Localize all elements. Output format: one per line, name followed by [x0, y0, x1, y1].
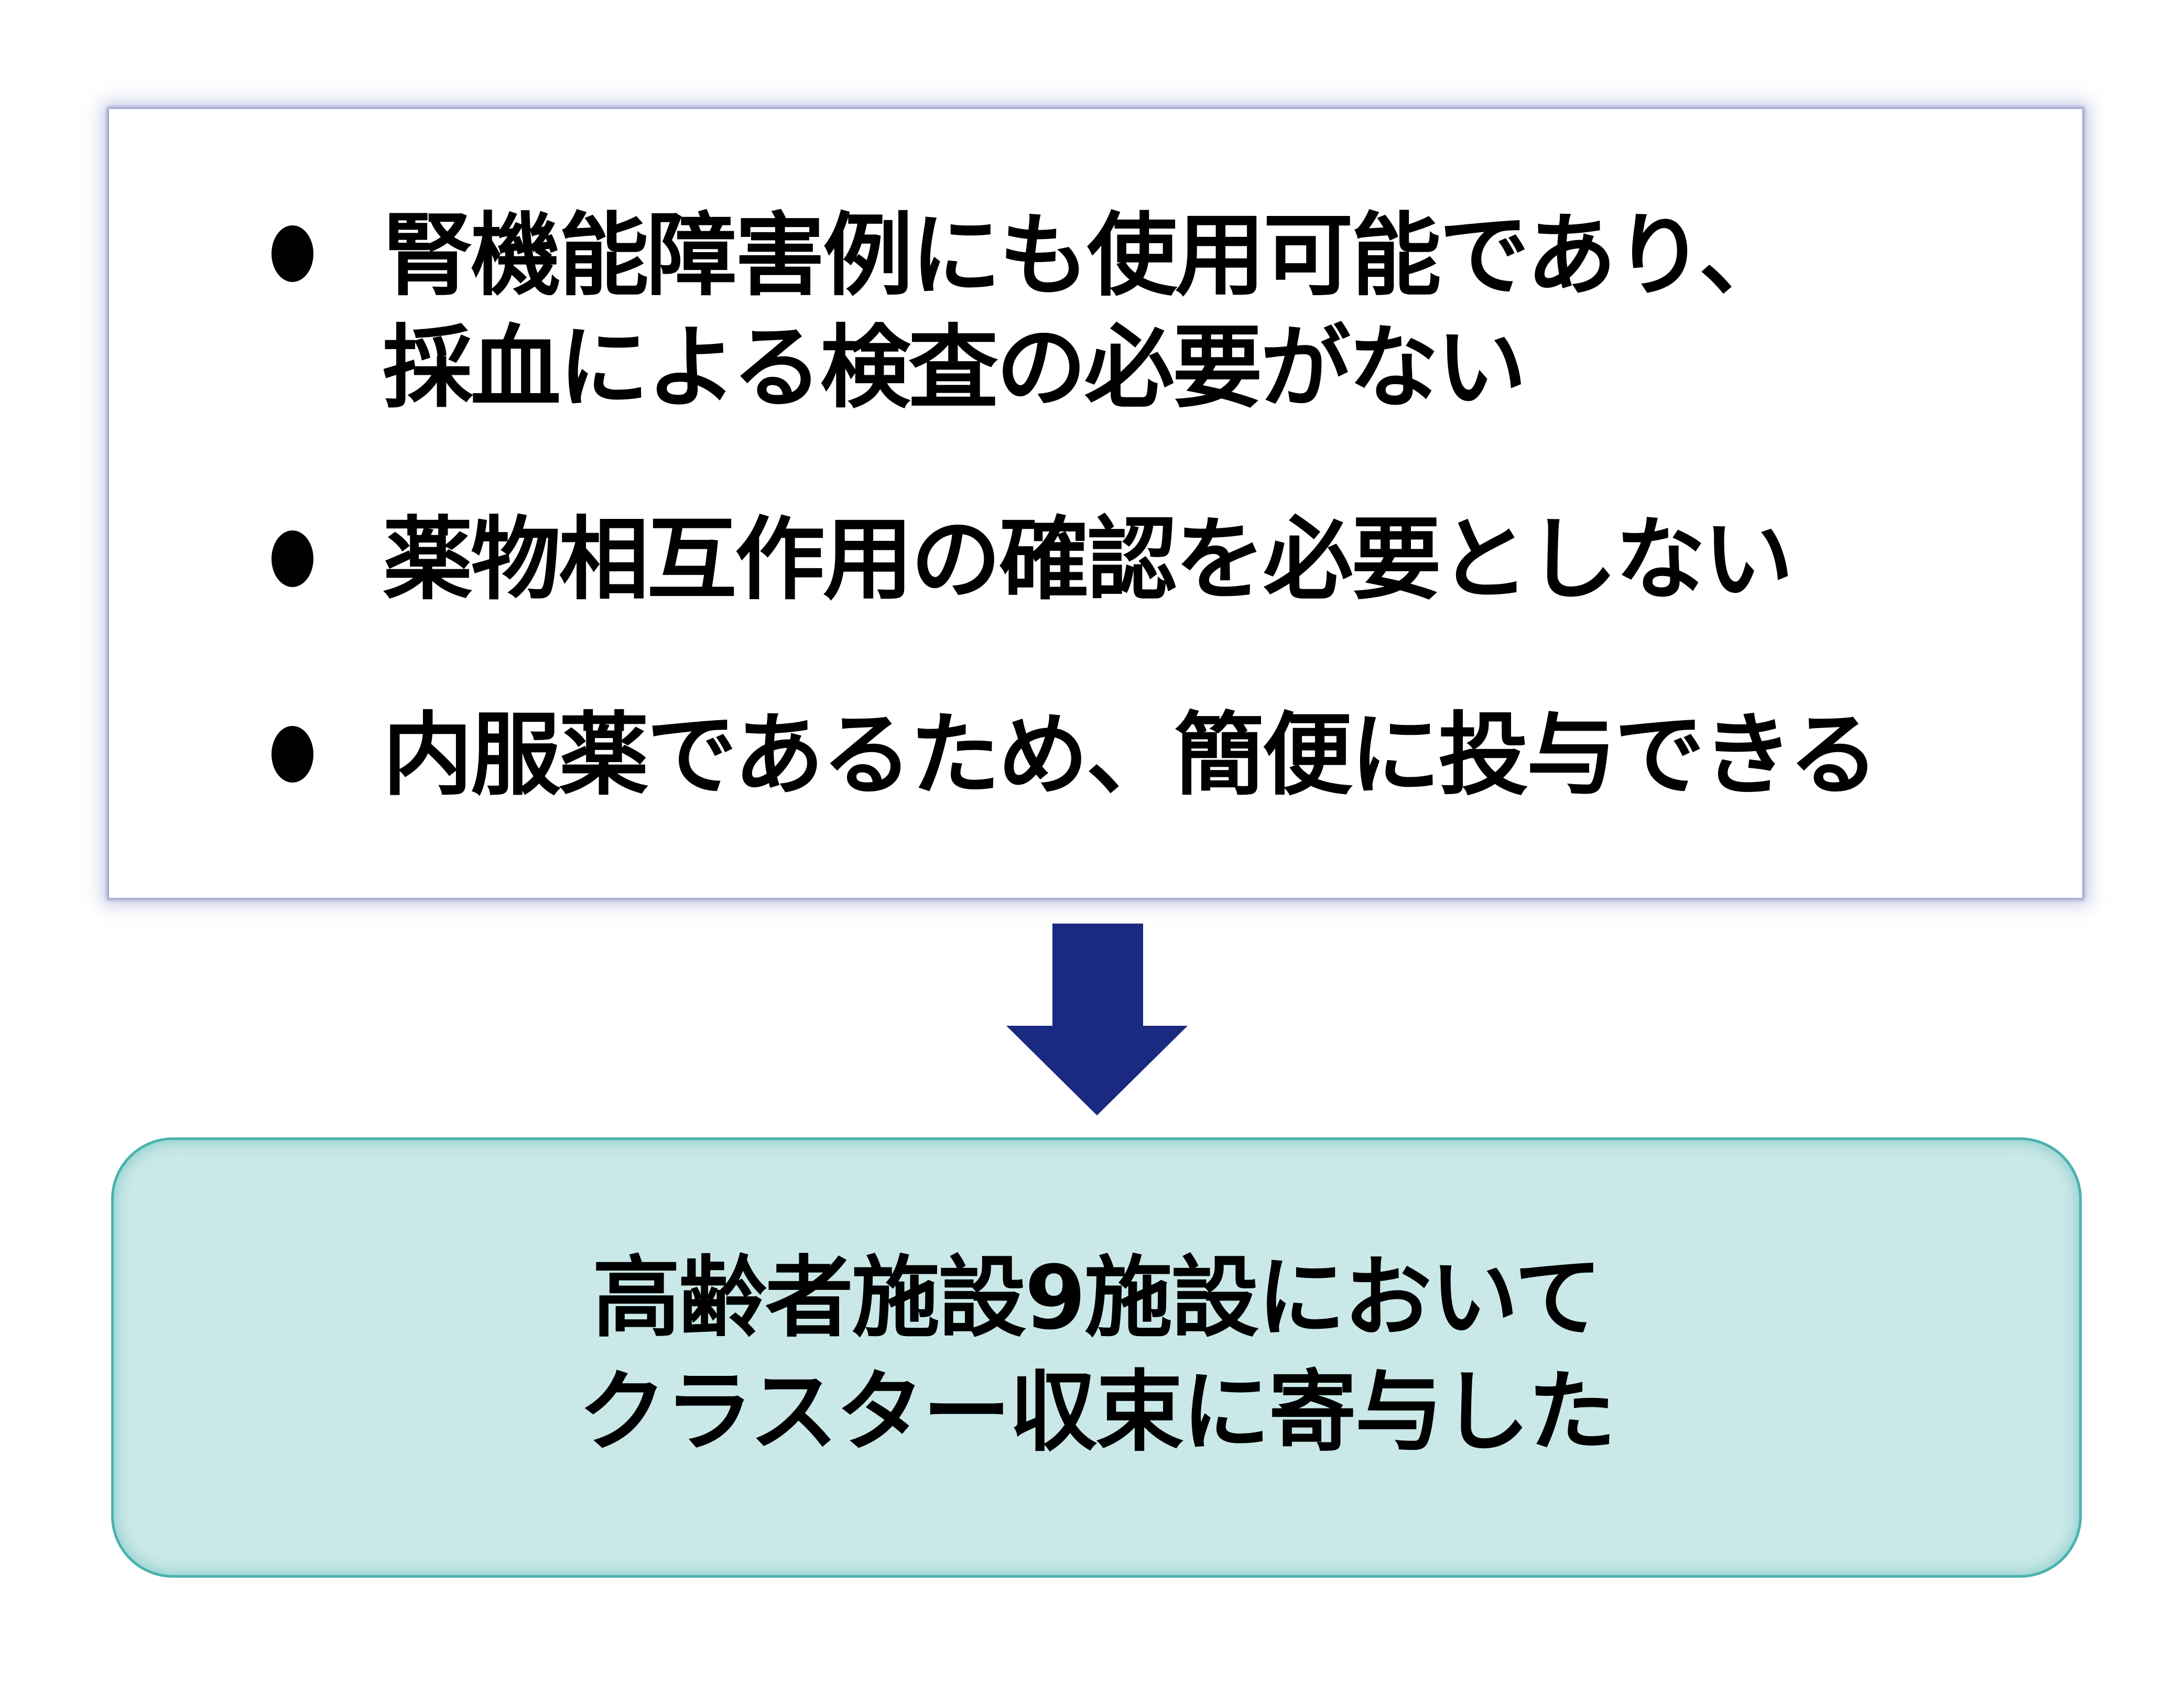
- benefits-box: [109, 109, 2082, 898]
- benefit-1-line-2: 採血による検査の必要がない: [383, 315, 1527, 420]
- bullet-icon: [271, 225, 313, 282]
- result-line-2: クラスター収束に寄与した: [578, 1361, 1616, 1463]
- benefit-1-line-1: 腎機能障害例にも使用可能であり、: [383, 203, 1789, 308]
- result-box: 高齢者施設9施設において クラスター収束に寄与した: [111, 1137, 2082, 1578]
- bullet-icon: [271, 726, 313, 783]
- arrow-down-icon: [1006, 924, 1188, 1115]
- benefit-2: 薬物相互作用の確認を必要としない: [383, 507, 1794, 612]
- result-line-1: 高齢者施設9施設において: [592, 1246, 1602, 1349]
- bullet-icon: [271, 530, 313, 587]
- benefit-3: 内服薬であるため、簡便に投与できる: [383, 702, 1879, 808]
